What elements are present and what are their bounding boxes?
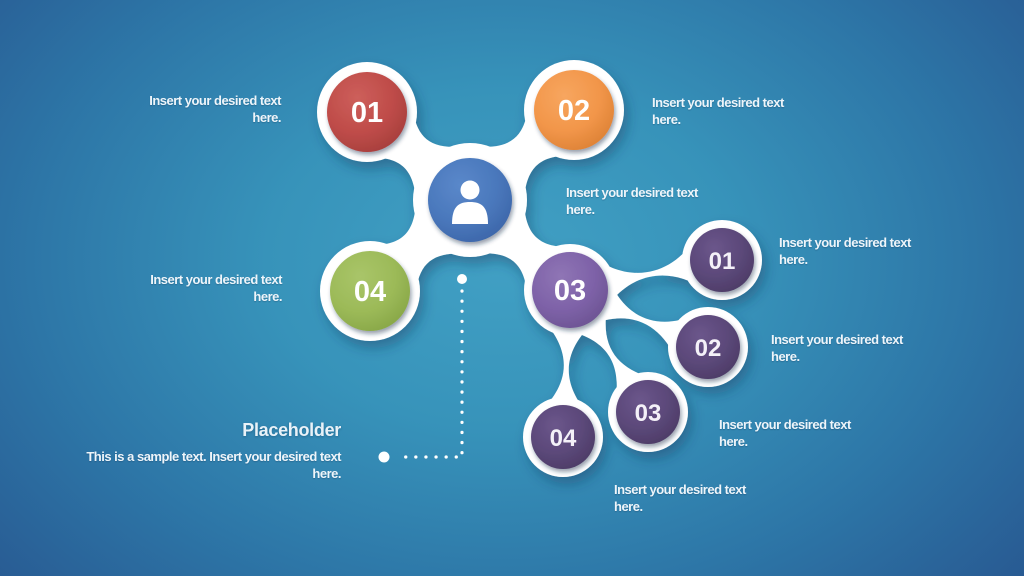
- sub-04-circle: [531, 405, 595, 469]
- node-02-circle: [534, 70, 614, 150]
- placeholder-title: Placeholder: [242, 420, 341, 440]
- caption-line: Insert your desired text: [771, 332, 903, 347]
- callout-end-dot: [378, 451, 390, 463]
- placeholder-body: This is a sample text. Insert your desir…: [86, 448, 341, 482]
- callout-anchor-dot: [457, 274, 467, 284]
- connector-03-sub01: [592, 240, 704, 312]
- caption-node-04: Insert your desired text here.: [150, 271, 282, 305]
- sub-01-circle: [690, 228, 754, 292]
- center-node-circle: [428, 158, 512, 242]
- sub-03-number: 03: [635, 400, 662, 427]
- caption-line: here.: [779, 252, 808, 267]
- sub-04-number: 04: [550, 425, 577, 452]
- caption-line: here.: [614, 499, 643, 514]
- caption-line: Insert your desired text: [150, 272, 282, 287]
- caption-sub-03: Insert your desired text here.: [719, 416, 851, 450]
- node-02-number: 02: [558, 95, 590, 127]
- caption-sub-02: Insert your desired text here.: [771, 331, 903, 365]
- caption-line: here.: [252, 110, 281, 125]
- caption-node-01: Insert your desired text here.: [149, 92, 281, 126]
- caption-line: Insert your desired text: [652, 95, 784, 110]
- node-03-circle: [532, 252, 608, 328]
- placeholder-body-line: here.: [312, 466, 341, 481]
- sub-01-number: 01: [709, 248, 736, 275]
- caption-line: Insert your desired text: [779, 235, 911, 250]
- caption-line: Insert your desired text: [719, 417, 851, 432]
- caption-sub-04: Insert your desired text here.: [614, 481, 746, 515]
- node-04-number: 04: [354, 276, 386, 308]
- sub-02-circle: [676, 315, 740, 379]
- placeholder-body-line: This is a sample text. Insert your desir…: [86, 449, 341, 464]
- caption-line: here.: [253, 289, 282, 304]
- caption-sub-01: Insert your desired text here.: [779, 234, 911, 268]
- sub-03-circle: [616, 380, 680, 444]
- caption-line: here.: [566, 202, 595, 217]
- callout-connector: [378, 274, 467, 463]
- caption-node-02: Insert your desired text here.: [652, 94, 784, 128]
- caption-line: Insert your desired text: [149, 93, 281, 108]
- caption-line: here.: [771, 349, 800, 364]
- caption-line: Insert your desired text: [566, 185, 698, 200]
- node-01-circle: [327, 72, 407, 152]
- sub-02-number: 02: [695, 335, 722, 362]
- caption-center-node: Insert your desired text here.: [566, 184, 698, 218]
- caption-line: Insert your desired text: [614, 482, 746, 497]
- node-03-number: 03: [554, 275, 586, 307]
- person-icon: [452, 180, 488, 224]
- connector-03-sub04: [539, 317, 597, 415]
- node-04-circle: [330, 251, 410, 331]
- node-01-number: 01: [351, 97, 383, 129]
- caption-line: here.: [719, 434, 748, 449]
- caption-line: here.: [652, 112, 681, 127]
